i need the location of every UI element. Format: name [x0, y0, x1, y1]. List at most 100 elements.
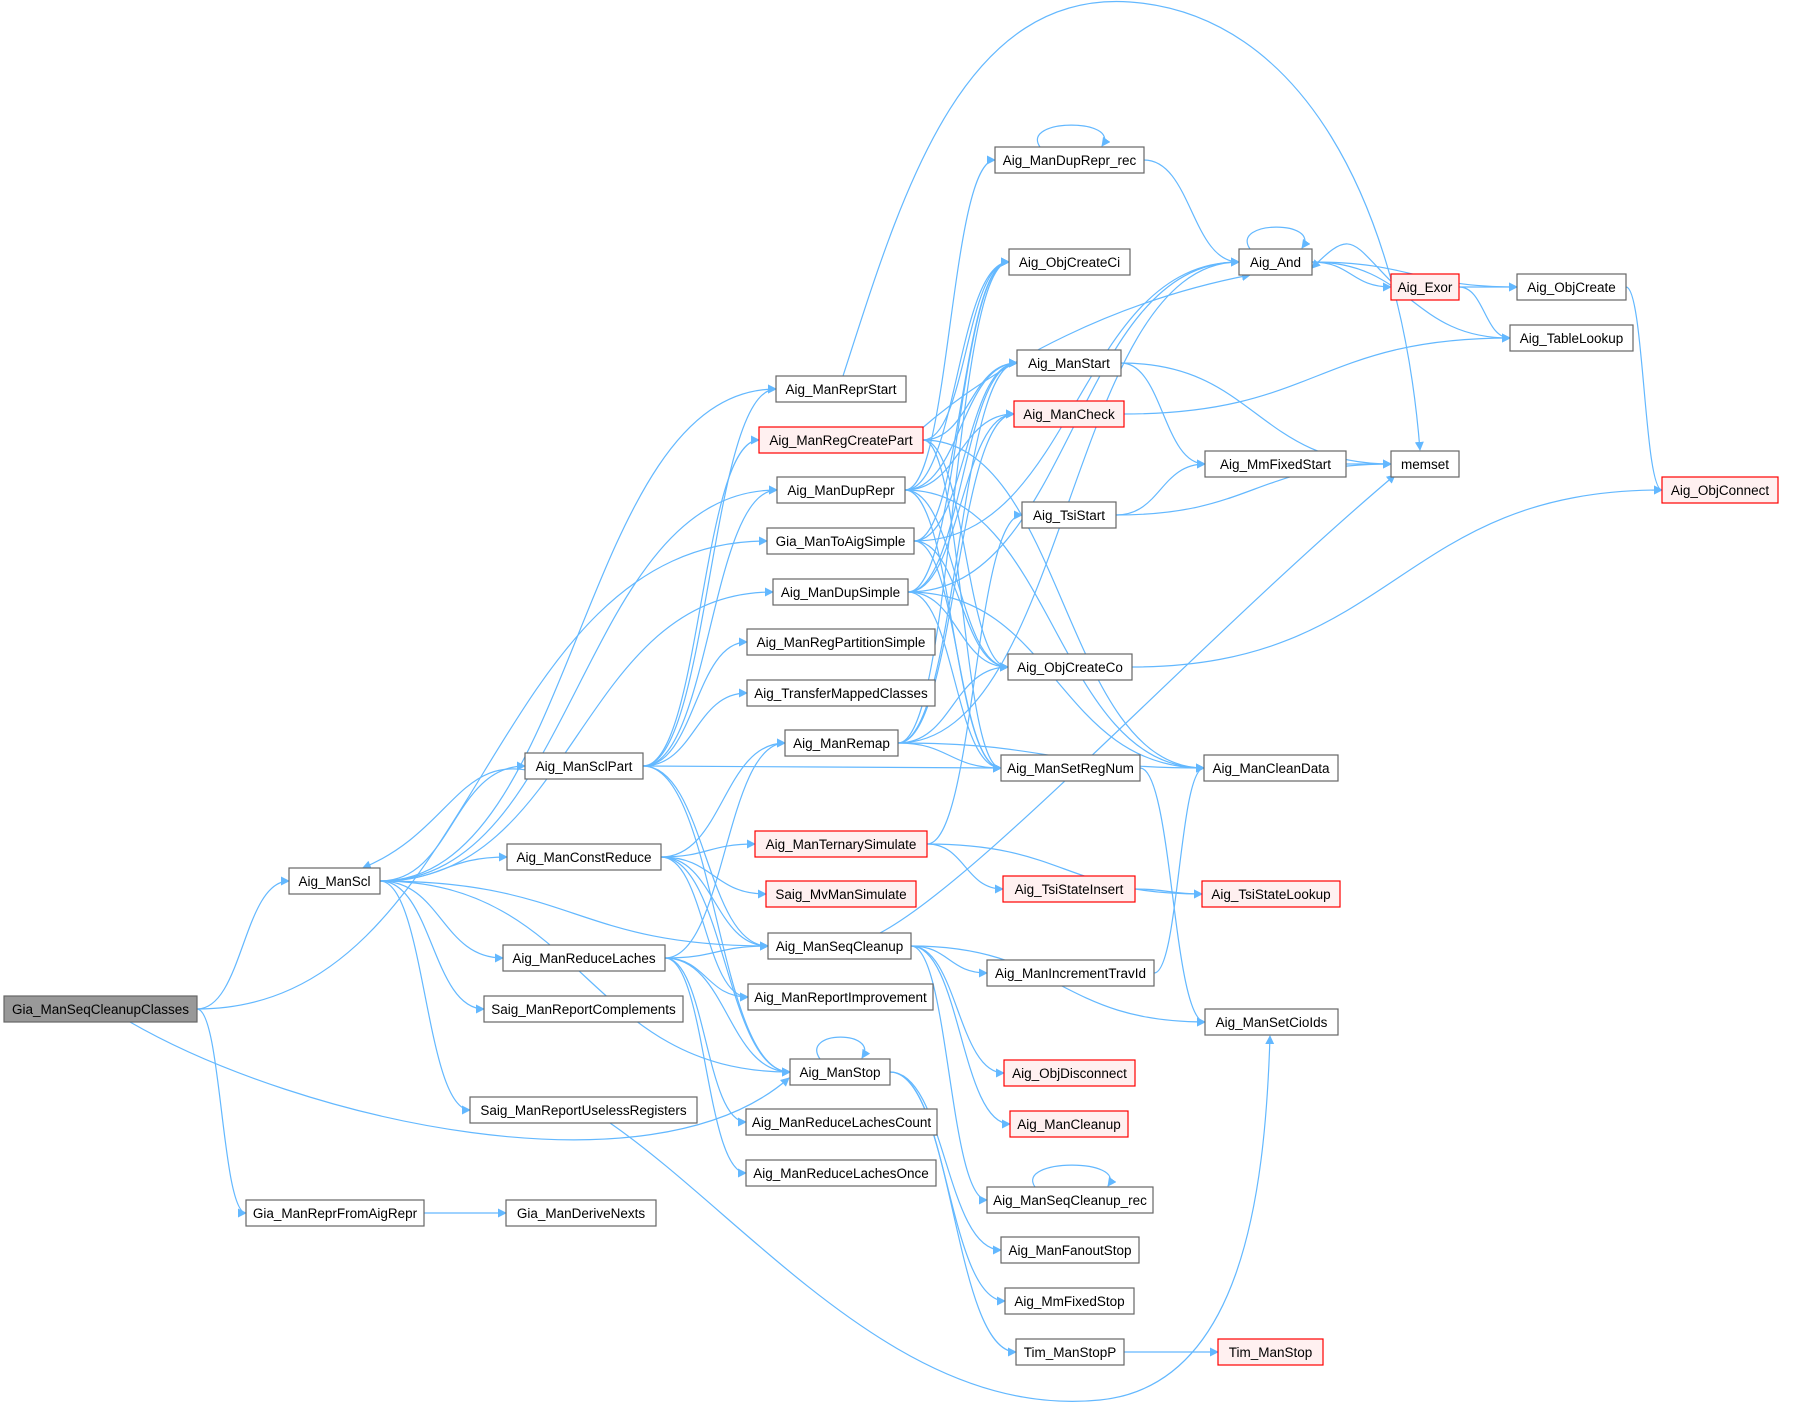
node-Aig_TsiStateLookup[interactable]: Aig_TsiStateLookup: [1201, 880, 1341, 908]
node-Gia_ManReprFromAigRepr[interactable]: Gia_ManReprFromAigRepr: [245, 1199, 425, 1227]
edge-Aig_ManDupRepr_rec-to-Aig_And: [1143, 159, 1240, 267]
edge-Saig_ManReportUselessRegisters-to-Aig_ManSetCioIds: [609, 1035, 1275, 1402]
node-box: [524, 752, 644, 780]
edge-Aig_ManDupSimple-to-Aig_ObjCreateCi: [907, 257, 1010, 593]
edge-Aig_ManRemap-to-Aig_ObjCreateCo: [897, 662, 1009, 744]
node-box: [765, 880, 917, 908]
node-Aig_ManCleanup[interactable]: Aig_ManCleanup: [1009, 1110, 1129, 1138]
node-label: Aig_TsiStateInsert: [1015, 882, 1124, 897]
edge-Aig_Exor-to-Aig_TableLookup: [1458, 286, 1511, 343]
node-box: [1203, 754, 1339, 782]
node-Aig_ManSclPart[interactable]: Aig_ManSclPart: [524, 752, 644, 780]
node-label: Saig_ManReportUselessRegisters: [480, 1103, 687, 1118]
node-box: [1021, 501, 1117, 529]
edge-Aig_TsiStart-to-Aig_MmFixedStart: [1115, 459, 1206, 516]
edge-Aig_TsiStateInsert-to-Aig_TsiStateLookup: [1134, 888, 1203, 899]
node-Aig_ManIncrementTravId[interactable]: Aig_ManIncrementTravId: [986, 959, 1155, 987]
edge-Aig_ManRegCreatePart-to-Aig_ObjCreateCi: [922, 257, 1010, 441]
node-Aig_ObjConnect[interactable]: Aig_ObjConnect: [1661, 476, 1779, 504]
node-Tim_ManStopP[interactable]: Tim_ManStopP: [1015, 1338, 1125, 1366]
node-box: [772, 578, 909, 606]
edge-Aig_ManSeqCleanup-to-Aig_ManCleanup: [910, 945, 1011, 1129]
node-label: Aig_Exor: [1398, 280, 1453, 295]
node-label: Aig_MmFixedStop: [1014, 1294, 1124, 1309]
node-label: Aig_ManIncrementTravId: [995, 966, 1146, 981]
node-Aig_ManDupSimple[interactable]: Aig_ManDupSimple: [772, 578, 909, 606]
node-Aig_ManSetRegNum[interactable]: Aig_ManSetRegNum: [1000, 754, 1141, 782]
node-Aig_ManRemap[interactable]: Aig_ManRemap: [784, 729, 899, 757]
node-Aig_ManStart[interactable]: Aig_ManStart: [1016, 349, 1122, 377]
node-Aig_ObjCreate[interactable]: Aig_ObjCreate: [1516, 273, 1627, 301]
node-box: [469, 1096, 698, 1124]
node-box: [754, 830, 928, 858]
node-label: Aig_ObjCreateCo: [1017, 660, 1123, 675]
node-Aig_ManTernarySimulate[interactable]: Aig_ManTernarySimulate: [754, 830, 928, 858]
node-box: [784, 729, 899, 757]
edge-Gia_ManToAigSimple-to-Aig_ManStart: [913, 358, 1018, 542]
node-Aig_ManReduceLachesCount[interactable]: Aig_ManReduceLachesCount: [745, 1108, 938, 1136]
node-Aig_ManCheck[interactable]: Aig_ManCheck: [1013, 400, 1125, 428]
node-label: Aig_ManRegCreatePart: [769, 433, 913, 448]
node-box: [986, 959, 1155, 987]
node-Aig_ObjDisconnect[interactable]: Aig_ObjDisconnect: [1003, 1059, 1136, 1087]
node-label: Aig_ManSetRegNum: [1007, 761, 1134, 776]
node-memset[interactable]: memset: [1390, 450, 1460, 478]
node-Aig_ManConstReduce[interactable]: Aig_ManConstReduce: [506, 843, 662, 871]
node-Aig_ManRegPartitionSimple[interactable]: Aig_ManRegPartitionSimple: [746, 628, 936, 656]
node-Aig_ObjCreateCi[interactable]: Aig_ObjCreateCi: [1008, 248, 1131, 276]
node-Tim_ManStop[interactable]: Tim_ManStop: [1217, 1338, 1324, 1366]
edge-Aig_ManScl-to-Aig_ManReprStart: [379, 384, 777, 882]
edge-Aig_ManIncrementTravId-to-Aig_ManCleanData: [1153, 763, 1205, 974]
node-Aig_MmFixedStop[interactable]: Aig_MmFixedStop: [1004, 1287, 1135, 1315]
node-label: Aig_ManRemap: [793, 736, 890, 751]
edge-Aig_ManSclPart-to-Aig_ManRegPartitionSimple: [642, 637, 748, 767]
node-Aig_ManReduceLachesOnce[interactable]: Aig_ManReduceLachesOnce: [745, 1159, 937, 1187]
edge-Aig_ManDupSimple-to-Aig_ManCheck: [907, 409, 1015, 593]
node-Aig_ManDupRepr_rec[interactable]: Aig_ManDupRepr_rec: [994, 146, 1145, 174]
node-box: [1000, 1236, 1140, 1264]
node-Aig_MmFixedStart[interactable]: Aig_MmFixedStart: [1204, 450, 1347, 478]
node-Saig_MvManSimulate[interactable]: Saig_MvManSimulate: [765, 880, 917, 908]
node-label: Gia_ManReprFromAigRepr: [253, 1206, 418, 1221]
node-Saig_ManReportUselessRegisters[interactable]: Saig_ManReportUselessRegisters: [469, 1096, 698, 1124]
node-box: [1509, 324, 1634, 352]
node-Aig_And[interactable]: Aig_And: [1238, 248, 1313, 276]
edge-Aig_ManScl-to-Aig_ManDupRepr: [379, 485, 778, 882]
node-label: Aig_TsiStart: [1033, 508, 1105, 523]
node-Aig_TsiStart[interactable]: Aig_TsiStart: [1021, 501, 1117, 529]
node-box: [245, 1199, 425, 1227]
node-Aig_Exor[interactable]: Aig_Exor: [1390, 273, 1460, 301]
edge-Aig_ManRemap-to-Aig_ManStart: [897, 358, 1018, 744]
node-Aig_TableLookup[interactable]: Aig_TableLookup: [1509, 324, 1634, 352]
edge-Gia_ManSeqCleanupClasses-to-Gia_ManToAigSimple: [196, 536, 768, 1010]
node-Aig_ManRegCreatePart[interactable]: Aig_ManRegCreatePart: [758, 426, 924, 454]
edge-Aig_ManDupRepr-to-Aig_ObjCreateCi: [904, 257, 1010, 491]
node-box: [775, 375, 907, 403]
node-Gia_ManSeqCleanupClasses[interactable]: Gia_ManSeqCleanupClasses: [3, 995, 198, 1023]
node-Aig_TsiStateInsert[interactable]: Aig_TsiStateInsert: [1002, 875, 1136, 903]
edge-Aig_Exor-to-Aig_And: [1311, 243, 1392, 282]
node-Aig_ManSeqCleanup_rec[interactable]: Aig_ManSeqCleanup_rec: [986, 1186, 1154, 1214]
node-Gia_ManDeriveNexts[interactable]: Gia_ManDeriveNexts: [505, 1199, 657, 1227]
node-Aig_ManReduceLaches[interactable]: Aig_ManReduceLaches: [502, 944, 666, 972]
edge-Aig_ManStop-to-Aig_ManFanoutStop: [889, 1071, 1002, 1255]
node-label: Aig_ManReportImprovement: [754, 990, 927, 1005]
node-Aig_ObjCreateCo[interactable]: Aig_ObjCreateCo: [1007, 653, 1133, 681]
node-Aig_ManReprStart[interactable]: Aig_ManReprStart: [775, 375, 907, 403]
node-Aig_ManCleanData[interactable]: Aig_ManCleanData: [1203, 754, 1339, 782]
node-Aig_ManReportImprovement[interactable]: Aig_ManReportImprovement: [747, 983, 934, 1011]
node-Aig_ManSetCioIds[interactable]: Aig_ManSetCioIds: [1204, 1008, 1339, 1036]
node-Aig_ManSeqCleanup[interactable]: Aig_ManSeqCleanup: [767, 932, 912, 960]
node-Saig_ManReportComplements[interactable]: Saig_ManReportComplements: [483, 995, 684, 1023]
node-box: [1390, 273, 1460, 301]
node-Aig_ManScl[interactable]: Aig_ManScl: [288, 867, 381, 895]
node-label: Tim_ManStopP: [1024, 1345, 1117, 1360]
node-Aig_ManFanoutStop[interactable]: Aig_ManFanoutStop: [1000, 1236, 1140, 1264]
node-Gia_ManToAigSimple[interactable]: Gia_ManToAigSimple: [766, 527, 915, 555]
node-Aig_ManStop[interactable]: Aig_ManStop: [789, 1058, 891, 1086]
edge-Gia_ManToAigSimple-to-Aig_ObjCreateCo: [913, 540, 1009, 672]
node-Aig_TransferMappedClasses[interactable]: Aig_TransferMappedClasses: [746, 679, 936, 707]
node-Aig_ManDupRepr[interactable]: Aig_ManDupRepr: [776, 476, 906, 504]
node-label: Aig_ManReduceLachesOnce: [753, 1166, 929, 1181]
edge-Aig_ManDupSimple-to-Aig_ObjCreateCo: [907, 591, 1009, 672]
